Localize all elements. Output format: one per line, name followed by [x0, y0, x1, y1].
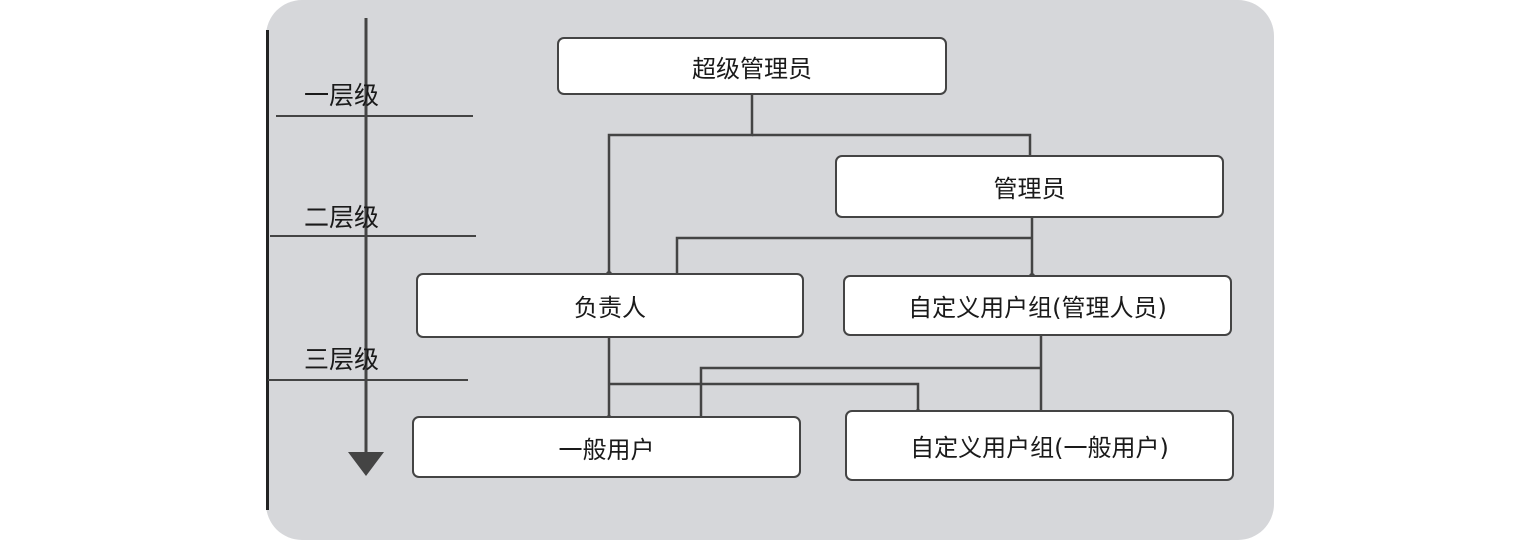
node-general-user: 一般用户	[412, 416, 801, 478]
node-custom-admin-group: 自定义用户组(管理人员)	[843, 275, 1232, 336]
panel-left-edge	[266, 30, 269, 510]
node-custom-user-group: 自定义用户组(一般用户)	[845, 410, 1234, 481]
edge-owner-to-custom-user	[609, 382, 920, 412]
node-super-admin: 超级管理员	[557, 37, 947, 95]
level-axis-arrowhead	[348, 452, 384, 476]
edge-custom-admin-to-general	[699, 366, 1041, 420]
level-label-1: 一层级	[304, 81, 380, 110]
edge-super-to-admin	[752, 133, 1032, 156]
level-label-2: 二层级	[304, 203, 380, 232]
node-admin: 管理员	[835, 155, 1224, 218]
edge-admin-to-owner	[675, 236, 1032, 280]
level-label-3: 三层级	[304, 345, 380, 374]
node-owner: 负责人	[416, 273, 804, 338]
edge-super-to-owner-admin	[607, 94, 754, 274]
